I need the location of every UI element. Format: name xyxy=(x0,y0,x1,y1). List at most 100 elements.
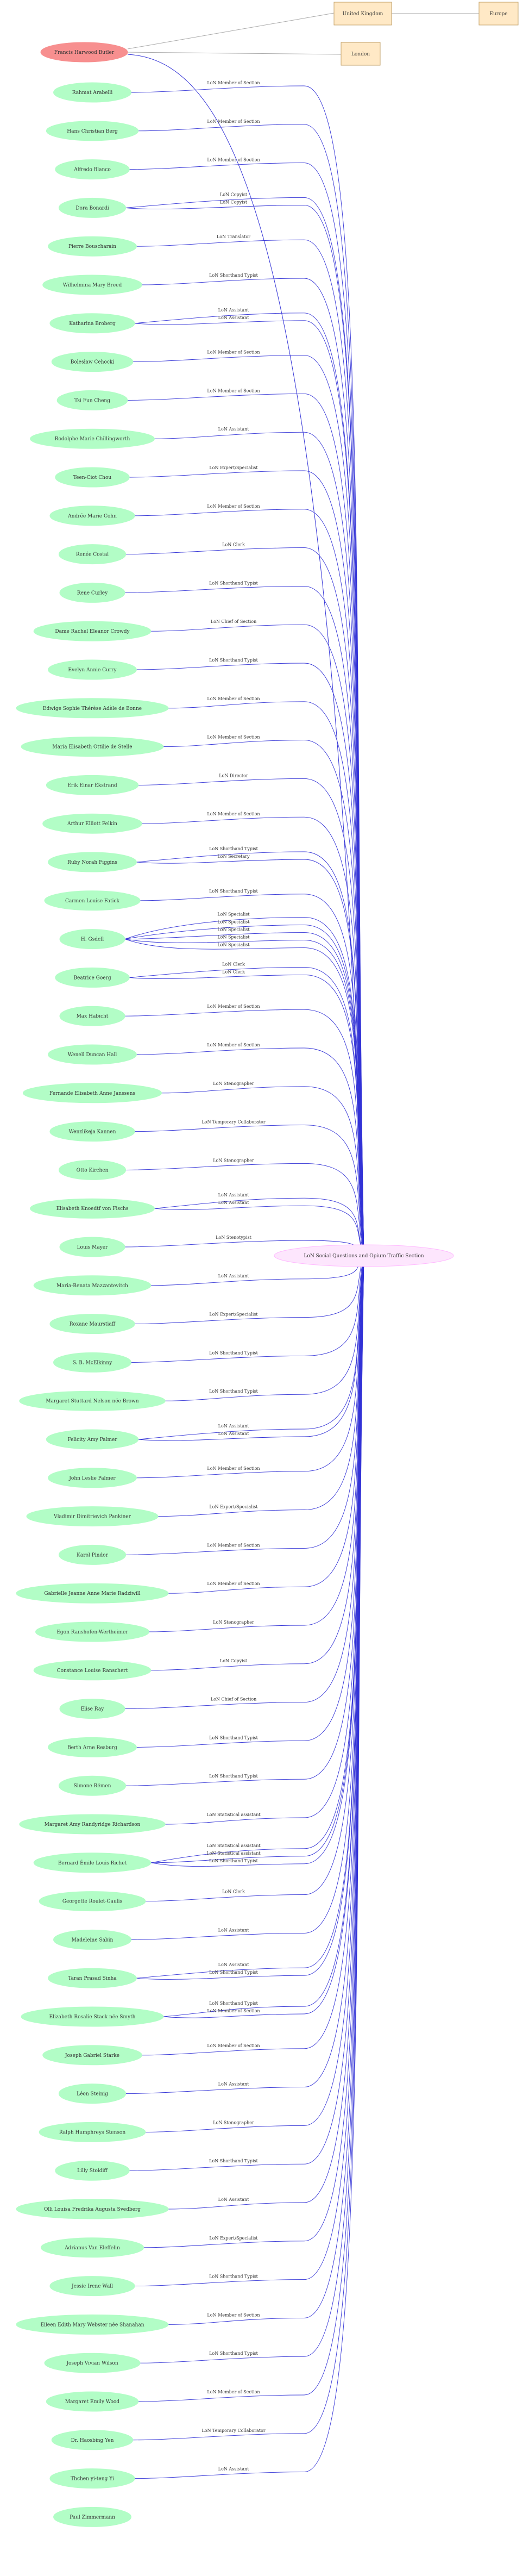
role-label: LoN Shorthand Typist xyxy=(209,2351,259,2356)
person-node[interactable]: Rene Curley xyxy=(59,582,125,603)
person-node[interactable]: Maria-Renata Mazzantevitch xyxy=(33,1275,152,1296)
role-edge xyxy=(135,320,364,1256)
person-node[interactable]: Andrée Marie Cohn xyxy=(49,506,135,526)
person-node[interactable]: Jessie Irene Wall xyxy=(49,2276,135,2297)
person-node[interactable]: Rodolphe Marie Chillingworth xyxy=(30,428,155,449)
person-node[interactable]: Katharina Broberg xyxy=(49,313,135,334)
person-node[interactable]: Joseph Vivian Wilson xyxy=(44,2353,141,2373)
person-label: Bolesław Cehocki xyxy=(71,360,115,365)
role-edge xyxy=(125,1255,364,1786)
role-label: LoN Assistant xyxy=(218,1431,249,1436)
person-node[interactable]: Bernard Émile Louis Richet xyxy=(33,1853,152,1873)
person-node[interactable]: Taran Prasad Sinha xyxy=(48,1968,137,1988)
person-node[interactable]: Elisabeth Knoedtf von Fischs xyxy=(30,1198,155,1219)
role-edge xyxy=(135,1255,364,2479)
root-node[interactable]: Francis Harwood Butler xyxy=(40,42,128,63)
person-node[interactable]: Vladimir Dimitrievich Pankiner xyxy=(26,1506,159,1527)
person-node[interactable]: Wenzlikeja Kannen xyxy=(49,1121,135,1142)
role-label: LoN Expert/Specialist xyxy=(209,1505,258,1510)
person-node[interactable]: Maria Elisabeth Ottilie de Stelle xyxy=(21,737,164,757)
person-label: Arthur Elliott Felkin xyxy=(67,821,117,827)
person-node[interactable]: Thchen yi-teng Yi xyxy=(49,2468,135,2489)
person-node[interactable]: Dame Rachel Eleanor Crowdy xyxy=(33,621,152,641)
role-label: LoN Assistant xyxy=(218,2197,249,2202)
role-label: LoN Specialist xyxy=(217,935,250,940)
person-node[interactable]: Tsi Fun Cheng xyxy=(56,390,128,410)
person-node[interactable]: Renée Costal xyxy=(58,544,127,565)
person-node[interactable]: Arthur Elliott Felkin xyxy=(42,813,142,834)
role-edge xyxy=(140,1255,364,2363)
person-node[interactable]: Edwige Sophie Thérèse Adèle de Bonne xyxy=(16,698,169,719)
role-label: LoN Member of Section xyxy=(207,1466,260,1471)
person-node[interactable]: Dora Bonardi xyxy=(58,197,127,218)
person-node[interactable]: Adrianus Van Eleffelin xyxy=(40,2237,144,2258)
role-edge xyxy=(136,1255,364,1479)
person-node[interactable]: Margaret Emily Wood xyxy=(46,2391,139,2412)
person-node[interactable]: Rahmat Arabelli xyxy=(53,82,131,103)
role-label: LoN Shorthand Typist xyxy=(209,889,259,894)
person-label: Carmen Louise Fatick xyxy=(65,899,119,904)
place-london-node[interactable]: London xyxy=(341,42,381,66)
person-node[interactable]: Felicity Amy Palmer xyxy=(46,1429,139,1450)
section-node[interactable]: LoN Social Questions and Opium Traffic S… xyxy=(274,1244,454,1267)
role-label: LoN Member of Section xyxy=(207,2312,260,2317)
person-node[interactable]: Erik Einar Ekstrand xyxy=(46,775,139,795)
person-node[interactable]: Egon Ranshofen-Wertheimer xyxy=(35,1621,149,1642)
person-node[interactable]: Georgette Roulet-Gaulis xyxy=(39,1891,146,1912)
role-label: LoN Member of Section xyxy=(207,158,260,163)
person-node[interactable]: Elise Ray xyxy=(59,1699,125,1719)
person-node[interactable]: Evelyn Annie Curry xyxy=(48,659,137,680)
person-node[interactable]: Léon Steinig xyxy=(58,2084,127,2104)
person-node[interactable]: Olli Louisa Fredrika Augusta Svedberg xyxy=(16,2199,169,2219)
person-node[interactable]: Pierre Bouscharain xyxy=(48,236,137,257)
person-node[interactable]: H. Gsdell xyxy=(59,929,125,950)
person-node[interactable]: Margaret Amy Randyridge Richardson xyxy=(19,1814,166,1835)
person-node[interactable]: Karol Pindor xyxy=(58,1544,127,1565)
person-node[interactable]: Berth Arne Resburg xyxy=(48,1737,137,1757)
person-node[interactable]: Louis Mayer xyxy=(59,1237,125,1257)
person-node[interactable]: Paul Zimmermann xyxy=(53,2506,131,2527)
person-node[interactable]: Otto Kirchen xyxy=(58,1159,127,1180)
person-label: Rahmat Arabelli xyxy=(72,90,113,96)
person-node[interactable]: Dr. Haosbing Yen xyxy=(51,2430,134,2450)
person-node[interactable]: Max Habicht xyxy=(59,1006,125,1026)
person-label: Rodolphe Marie Chillingworth xyxy=(55,436,130,442)
role-label: LoN Assistant xyxy=(218,1962,249,1967)
person-node[interactable]: Wenell Duncan Hall xyxy=(48,1044,137,1065)
person-node[interactable]: Bolesław Cehocki xyxy=(51,352,134,372)
role-edge xyxy=(142,1255,364,2056)
person-node[interactable]: Constance Louise Ranschert xyxy=(33,1660,152,1681)
place-europe-node[interactable]: Europe xyxy=(478,2,519,26)
person-node[interactable]: Fernande Elisabeth Anne Janssens xyxy=(22,1083,162,1103)
person-node[interactable]: Eileen Edith Mary Webster née Shanahan xyxy=(16,2314,169,2335)
person-node[interactable]: John Leslie Palmer xyxy=(48,1468,137,1488)
person-node[interactable]: Beatrice Goerg xyxy=(55,967,130,988)
person-node[interactable]: Lilly Stoldiff xyxy=(55,2160,130,2181)
person-node[interactable]: Teen-Ciot Chou xyxy=(55,467,130,488)
person-node[interactable]: Margaret Stuttard Nelson née Brown xyxy=(19,1390,166,1411)
place-uk-node[interactable]: United Kingdom xyxy=(333,2,392,26)
person-node[interactable]: Alfredo Blanco xyxy=(55,159,130,180)
person-node[interactable]: S. B. McElkinny xyxy=(53,1352,131,1373)
root-to-uk-edge xyxy=(127,13,335,49)
role-label: LoN Stenographer xyxy=(213,1081,254,1086)
role-label: LoN Assistant xyxy=(218,1200,249,1205)
person-label: Erik Einar Ekstrand xyxy=(67,783,117,788)
role-edge xyxy=(135,1255,364,1325)
person-node[interactable]: Roxane Maurstiaff xyxy=(49,1314,135,1334)
person-node[interactable]: Wilhelmina Mary Breed xyxy=(42,275,142,295)
person-node[interactable]: Elizabeth Rosalie Stack née Smyth xyxy=(21,2006,164,2027)
person-node[interactable]: Madeleine Sabin xyxy=(53,1929,131,1950)
person-label: Renée Costal xyxy=(76,552,109,558)
role-edge xyxy=(124,925,364,1256)
role-edge xyxy=(129,966,364,1256)
person-node[interactable]: Hans Christian Berg xyxy=(46,121,139,141)
person-node[interactable]: Gabrielle Jeanne Anne Marie Radziwill xyxy=(16,1583,169,1604)
person-node[interactable]: Carmen Louise Fatick xyxy=(44,890,141,911)
person-node[interactable]: Ralph Humphreys Stenson xyxy=(39,2122,146,2142)
person-node[interactable]: Joseph Gabriel Starke xyxy=(42,2045,142,2066)
person-node[interactable]: Simone Rémen xyxy=(58,1775,127,1796)
role-edge xyxy=(142,816,364,1256)
role-label: LoN Statistical assistant xyxy=(206,1843,261,1848)
person-node[interactable]: Ruby Norah Figgins xyxy=(48,852,137,872)
